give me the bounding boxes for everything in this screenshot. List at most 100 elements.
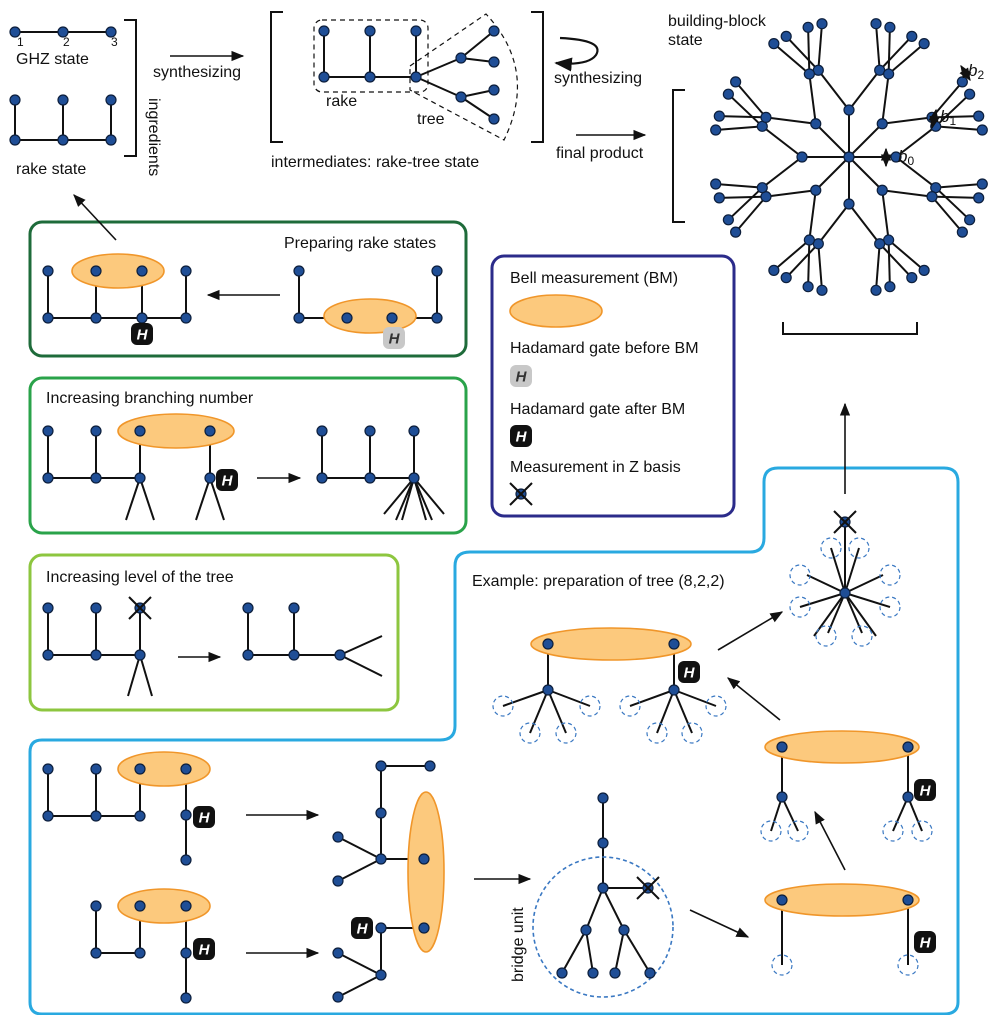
hadamard-box bbox=[131, 323, 153, 345]
graph-edge bbox=[734, 81, 767, 119]
graph-edge bbox=[337, 974, 382, 998]
graph-edge bbox=[895, 156, 937, 189]
qubit-node bbox=[730, 76, 742, 88]
dashed-qubit-circle bbox=[705, 695, 727, 717]
graph-edge bbox=[882, 189, 933, 198]
qubit-node bbox=[488, 56, 500, 68]
qubit-node bbox=[776, 791, 788, 803]
qubit-node bbox=[542, 638, 554, 650]
qubit-node bbox=[722, 88, 734, 100]
bell-measurement-ellipse bbox=[407, 791, 445, 953]
graph-edge bbox=[139, 654, 153, 697]
b1-marker bbox=[928, 108, 940, 130]
b2-label: b2 bbox=[968, 61, 984, 82]
qubit-node bbox=[876, 118, 888, 130]
graph-edge bbox=[413, 477, 433, 521]
qubit-node bbox=[9, 94, 21, 106]
hadamard-label: H bbox=[516, 429, 528, 446]
dashed-qubit-circle bbox=[681, 722, 703, 744]
qubit-node bbox=[364, 472, 376, 484]
graph-edge bbox=[460, 89, 495, 98]
hadamard-label: H bbox=[920, 935, 932, 952]
qubit-node bbox=[316, 472, 328, 484]
panel-level bbox=[28, 553, 400, 712]
dashed-qubit-circle bbox=[519, 722, 541, 744]
graph-edge bbox=[561, 929, 587, 974]
qubit-node bbox=[42, 265, 54, 277]
qubit-node bbox=[341, 312, 353, 324]
qubit-node bbox=[768, 264, 780, 276]
hadamard-label: H bbox=[199, 942, 211, 959]
qubit-node bbox=[488, 113, 500, 125]
dashed-qubit-circle bbox=[579, 695, 601, 717]
qubit-node bbox=[418, 853, 430, 865]
qubit-node bbox=[956, 76, 968, 88]
qubit-node bbox=[803, 68, 815, 80]
hadamard-box bbox=[351, 917, 373, 939]
qubit-node bbox=[964, 214, 976, 226]
qubit-node bbox=[796, 151, 808, 163]
qubit-node bbox=[902, 791, 914, 803]
qubit-node bbox=[364, 71, 376, 83]
qubit-node bbox=[136, 312, 148, 324]
graph-edge bbox=[339, 654, 383, 677]
graph-edge bbox=[719, 195, 767, 199]
graph-edge bbox=[339, 635, 383, 656]
hadamard-after-bm-icon: H bbox=[193, 938, 215, 960]
synthesizing-label-2: synthesizing bbox=[554, 70, 642, 87]
dashed-qubit-circle bbox=[492, 695, 514, 717]
hadamard-box bbox=[510, 425, 532, 447]
qubit-node bbox=[710, 178, 722, 190]
panel-rake bbox=[28, 220, 468, 358]
qubit-node bbox=[134, 763, 146, 775]
hadamard-after-bm-icon: H bbox=[351, 917, 373, 939]
bell-measurement-ellipse bbox=[117, 413, 235, 449]
qubit-node bbox=[760, 111, 772, 123]
qubit-node bbox=[90, 900, 102, 912]
qubit-node bbox=[318, 71, 330, 83]
qubit-node bbox=[884, 281, 896, 293]
qubit-node bbox=[375, 922, 387, 934]
graph-edge bbox=[337, 952, 382, 976]
qubit-node bbox=[902, 894, 914, 906]
graph-edge bbox=[935, 183, 983, 189]
qubit-node bbox=[180, 312, 192, 324]
dashed-qubit-circle bbox=[646, 722, 668, 744]
qubit-node bbox=[431, 312, 443, 324]
qubit-node bbox=[42, 425, 54, 437]
graph-edge bbox=[887, 27, 891, 75]
hadamard-label: H bbox=[357, 921, 369, 938]
dashed-qubit-circle bbox=[848, 537, 870, 559]
qubit-node bbox=[956, 226, 968, 238]
qubit-node bbox=[42, 763, 54, 775]
bell-measurement-ellipse bbox=[323, 298, 417, 334]
dashed-qubit-circle bbox=[879, 564, 901, 586]
rake-state-label: rake state bbox=[16, 161, 86, 178]
legend-z-label: Measurement in Z basis bbox=[510, 459, 681, 476]
qubit-node bbox=[816, 284, 828, 296]
qubit-node bbox=[918, 264, 930, 276]
qubit-node bbox=[884, 21, 896, 33]
graph-edge bbox=[785, 35, 820, 71]
dashed-qubit-circle bbox=[771, 954, 793, 976]
graph-edge bbox=[817, 69, 850, 111]
qubit-node bbox=[42, 312, 54, 324]
graph-edge bbox=[195, 477, 211, 521]
qubit-node bbox=[609, 967, 621, 979]
graph-edge bbox=[529, 689, 549, 734]
dashed-qubit-circle bbox=[789, 596, 811, 618]
graph-edge bbox=[875, 243, 881, 291]
hadamard-before-bm-icon: H bbox=[383, 327, 405, 349]
qubit-node bbox=[90, 947, 102, 959]
qubit-node bbox=[455, 91, 467, 103]
graph-edge bbox=[817, 203, 850, 245]
qubit-node bbox=[906, 30, 918, 42]
bracket bbox=[124, 19, 137, 157]
qubit-node bbox=[180, 854, 192, 866]
qubit-node bbox=[780, 30, 792, 42]
qubit-node bbox=[134, 472, 146, 484]
qubit-node bbox=[816, 18, 828, 30]
graph-edge bbox=[931, 195, 979, 199]
qubit-node bbox=[375, 969, 387, 981]
